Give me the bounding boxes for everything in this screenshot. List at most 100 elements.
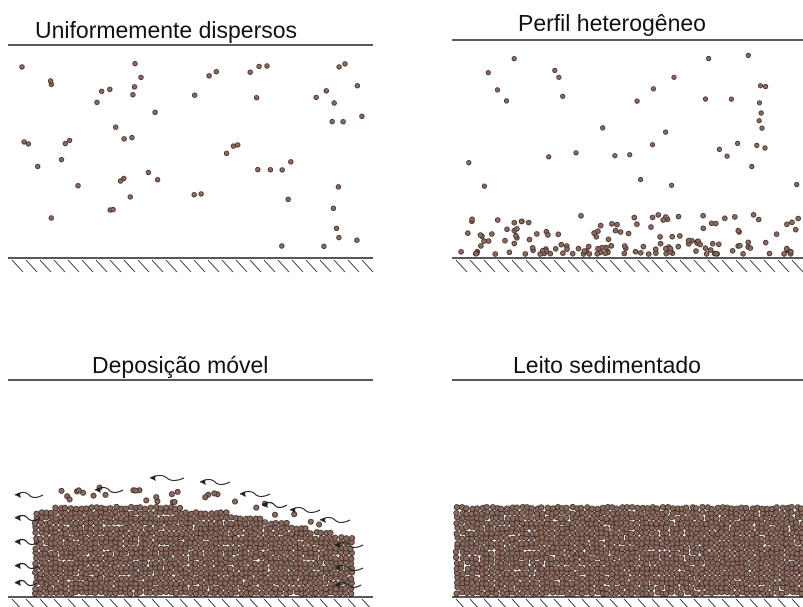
hatch-stroke bbox=[763, 598, 772, 607]
particle bbox=[783, 245, 790, 252]
particle bbox=[503, 534, 510, 541]
particle bbox=[87, 545, 94, 553]
particle bbox=[321, 243, 327, 249]
hatch-stroke bbox=[291, 259, 304, 273]
particle bbox=[331, 534, 339, 541]
particle bbox=[198, 545, 205, 552]
particle bbox=[784, 584, 791, 592]
particle bbox=[583, 588, 590, 596]
particle bbox=[678, 555, 685, 562]
hatch-stroke bbox=[39, 259, 52, 273]
hatch-stroke bbox=[109, 598, 118, 607]
particle bbox=[631, 214, 638, 221]
particle bbox=[753, 585, 760, 592]
particle bbox=[538, 550, 546, 557]
hatch-stroke bbox=[595, 259, 608, 273]
particle bbox=[163, 588, 170, 596]
particle bbox=[546, 154, 552, 160]
particle bbox=[272, 585, 279, 592]
flow-arrow-head bbox=[95, 487, 101, 493]
particle bbox=[525, 219, 532, 226]
particle bbox=[493, 574, 500, 581]
particle bbox=[709, 574, 716, 582]
particle bbox=[272, 554, 279, 562]
particle bbox=[723, 534, 730, 541]
particle bbox=[116, 540, 124, 547]
particle bbox=[107, 86, 113, 92]
particle bbox=[237, 579, 244, 586]
hatch-stroke bbox=[581, 259, 594, 273]
particle bbox=[569, 250, 576, 257]
particle bbox=[281, 555, 289, 563]
particle bbox=[506, 249, 513, 256]
hatch-stroke bbox=[665, 259, 678, 273]
hatch-stroke bbox=[595, 598, 604, 607]
particle bbox=[578, 575, 586, 583]
pipe-walls bbox=[8, 39, 803, 598]
particle bbox=[634, 221, 640, 228]
particle bbox=[758, 515, 765, 523]
particle bbox=[227, 514, 235, 521]
particle bbox=[278, 520, 285, 527]
particle bbox=[593, 520, 600, 527]
particle bbox=[137, 504, 144, 511]
particle bbox=[743, 580, 750, 587]
particle bbox=[612, 534, 620, 542]
particle bbox=[543, 530, 550, 537]
particle bbox=[92, 575, 99, 583]
particle bbox=[143, 497, 150, 504]
particle bbox=[603, 590, 610, 598]
particle bbox=[707, 247, 714, 253]
particle bbox=[703, 251, 710, 257]
particle bbox=[598, 579, 605, 586]
particle bbox=[202, 494, 209, 501]
particle bbox=[769, 540, 776, 547]
particle bbox=[174, 488, 181, 495]
particle bbox=[182, 565, 190, 572]
particle bbox=[497, 560, 505, 567]
particle bbox=[733, 510, 740, 518]
particle bbox=[623, 504, 631, 511]
particle bbox=[168, 530, 175, 538]
hatch-stroke bbox=[333, 259, 346, 273]
particle bbox=[63, 590, 70, 597]
particle bbox=[458, 560, 465, 567]
particle bbox=[217, 575, 224, 582]
particle bbox=[242, 559, 249, 566]
hatch-stroke bbox=[347, 598, 356, 607]
particle bbox=[738, 535, 745, 542]
hatch-stroke bbox=[319, 598, 328, 607]
particle bbox=[494, 87, 501, 93]
particle bbox=[32, 560, 39, 567]
particle bbox=[533, 580, 540, 587]
particle bbox=[62, 585, 69, 592]
particle bbox=[463, 545, 470, 552]
hatch-stroke bbox=[693, 259, 706, 273]
particle bbox=[298, 530, 305, 537]
particle bbox=[302, 525, 309, 532]
particle bbox=[748, 525, 755, 532]
particle bbox=[32, 529, 39, 536]
hatch-stroke bbox=[333, 598, 342, 607]
particle bbox=[584, 504, 591, 511]
particle bbox=[612, 227, 619, 234]
particle bbox=[633, 544, 640, 551]
particle bbox=[758, 569, 765, 577]
flow-arrow-head bbox=[335, 582, 341, 588]
particle bbox=[479, 590, 486, 598]
hatch-stroke bbox=[361, 259, 374, 273]
particle bbox=[72, 540, 79, 547]
particle bbox=[287, 550, 294, 557]
particle bbox=[621, 250, 628, 257]
particle bbox=[312, 590, 319, 597]
particle bbox=[648, 224, 654, 230]
particle bbox=[598, 519, 606, 527]
particle bbox=[172, 505, 179, 512]
particle bbox=[675, 243, 682, 250]
particle bbox=[256, 63, 262, 70]
particle bbox=[492, 251, 499, 257]
hatch-stroke bbox=[151, 259, 164, 273]
particle bbox=[627, 520, 635, 527]
particle bbox=[528, 565, 536, 572]
particle bbox=[517, 560, 525, 568]
